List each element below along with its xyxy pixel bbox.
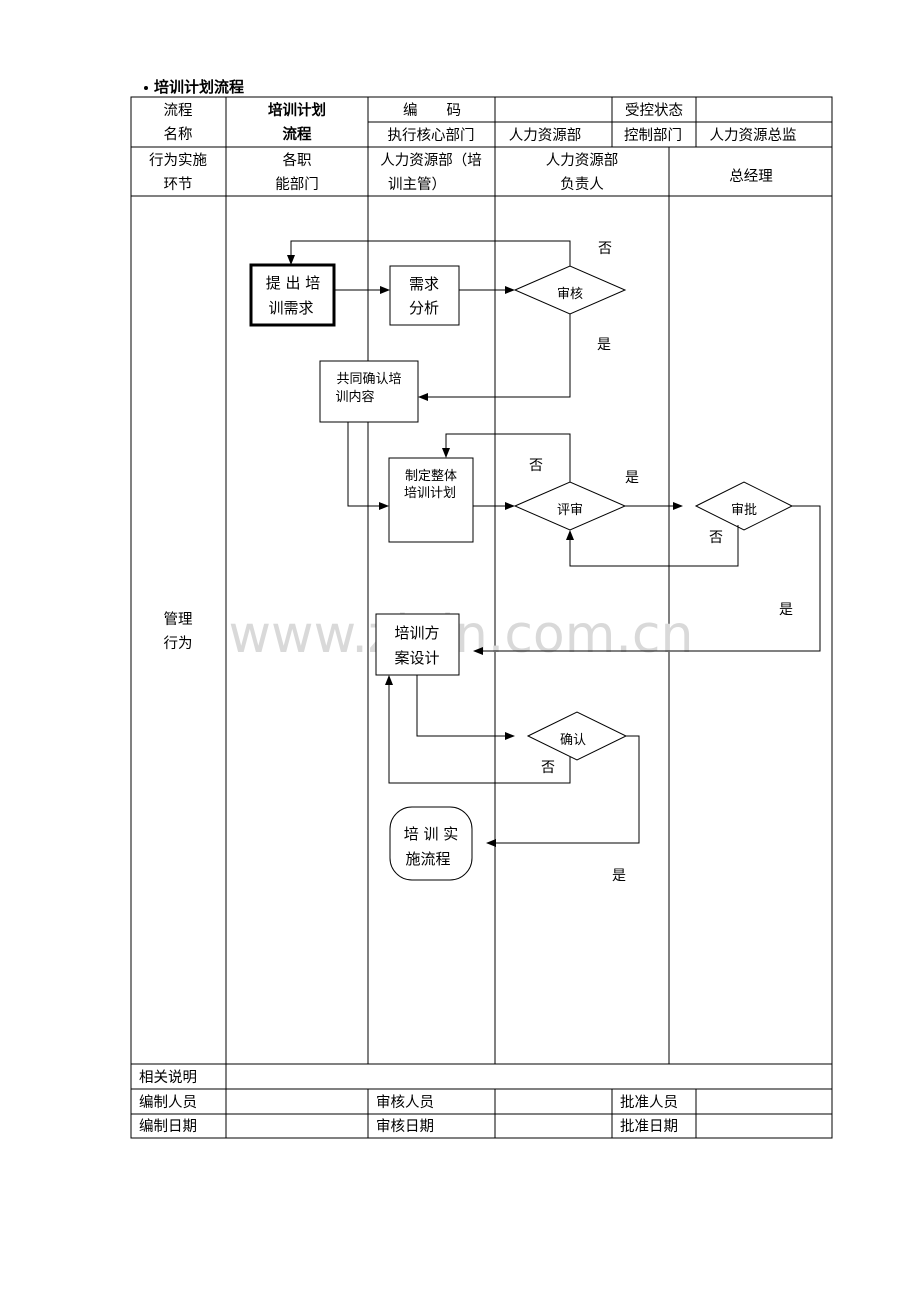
related-label: 相关说明 bbox=[139, 1069, 197, 1086]
footer-cells: 相关说明 编制人员 审核人员 批准人员 编制日期 审核日期 批准日期 bbox=[139, 1069, 678, 1135]
node-propose-needs-label-2: 训需求 bbox=[268, 299, 313, 317]
node-needs-analysis-label-2: 分析 bbox=[409, 299, 439, 317]
mgmt-label-2: 行为 bbox=[164, 635, 193, 652]
node-propose-needs bbox=[249, 263, 336, 327]
branch-labels: 否 是 否 是 否 是 否 是 bbox=[529, 241, 793, 884]
control-status-label: 受控状态 bbox=[625, 102, 683, 119]
node-program-design-label: 培训方 bbox=[394, 624, 439, 642]
review-date-label: 审核日期 bbox=[376, 1118, 434, 1135]
node-program-design bbox=[375, 613, 460, 676]
arrow-review-no bbox=[287, 240, 571, 266]
node-propose-needs-label: 提 出 培 bbox=[266, 274, 321, 292]
heading-text: 培训计划流程 bbox=[154, 78, 245, 96]
node-overall-plan-label-2: 培训计划 bbox=[404, 485, 456, 501]
editor-label: 编制人员 bbox=[139, 1094, 197, 1111]
edit-date-label: 编制日期 bbox=[139, 1118, 197, 1135]
arrow-approve-no bbox=[566, 525, 739, 567]
flow-shapes bbox=[249, 263, 794, 881]
node-needs-analysis bbox=[389, 265, 460, 326]
arrow-confirm-no bbox=[385, 675, 571, 784]
label-no: 否 bbox=[709, 530, 723, 546]
flow-name-label: 流程 bbox=[164, 102, 193, 119]
control-dept-label: 控制部门 bbox=[624, 127, 682, 144]
label-yes: 是 bbox=[612, 868, 626, 884]
lane-general-manager: 总经理 bbox=[729, 168, 773, 185]
lane-hr-training-2: 训主管） bbox=[388, 176, 446, 193]
node-confirm-content-label-2: 训内容 bbox=[335, 389, 374, 405]
watermark: www.zixin.com.cn bbox=[229, 605, 694, 665]
flow-name-label-2: 名称 bbox=[164, 126, 193, 143]
node-needs-analysis-label: 需求 bbox=[409, 275, 439, 293]
node-overall-plan-label: 制定整体 bbox=[405, 469, 457, 484]
table-grid bbox=[130, 96, 833, 1139]
decision-review bbox=[513, 265, 627, 315]
flow-name-value: 培训计划 bbox=[268, 101, 326, 119]
lane-hr-training: 人力资源部（培 bbox=[380, 152, 482, 169]
arrow-content-to-plan bbox=[347, 422, 389, 510]
arrow-confirm-yes bbox=[486, 735, 640, 847]
terminal-implementation bbox=[389, 806, 473, 881]
label-yes: 是 bbox=[625, 470, 639, 486]
lane-functional-depts: 各职 bbox=[283, 152, 312, 169]
node-overall-plan bbox=[388, 457, 474, 543]
exec-dept-value: 人力资源部 bbox=[509, 127, 582, 144]
approve-date-label: 批准日期 bbox=[620, 1118, 678, 1135]
label-yes: 是 bbox=[779, 602, 793, 618]
label-yes: 是 bbox=[597, 337, 611, 353]
node-confirm-content-label: 共同确认培 bbox=[336, 371, 401, 387]
decision-approve-label: 审批 bbox=[731, 503, 757, 518]
decision-evaluate-label: 评审 bbox=[557, 503, 583, 518]
page-heading: 培训计划流程 bbox=[144, 76, 244, 97]
lane-headers: 行为实施 环节 各职 能部门 人力资源部（培 训主管） 人力资源部 负责人 总经… bbox=[149, 152, 773, 652]
flow-labels: 提 出 培 训需求 需求 分析 审核 共同确认培 训内容 制定整体 培训计划 评… bbox=[266, 274, 757, 868]
exec-dept-label: 执行核心部门 bbox=[388, 127, 475, 144]
arrow-evaluate-no bbox=[442, 433, 571, 482]
label-no: 否 bbox=[598, 241, 612, 257]
node-program-design-label-2: 案设计 bbox=[394, 649, 439, 667]
lane-hr-head-2: 负责人 bbox=[560, 176, 604, 193]
flow-connectors bbox=[287, 240, 821, 847]
header-cells: 流程 名称 培训计划 流程 编 码 受控状态 执行核心部门 人力资源部 控制部门… bbox=[164, 101, 797, 144]
reviewer-label: 审核人员 bbox=[376, 1094, 434, 1111]
arrow-approve-yes bbox=[473, 505, 821, 655]
control-dept-value: 人力资源总监 bbox=[710, 127, 797, 144]
decision-confirm-label: 确认 bbox=[560, 733, 586, 748]
flow-name-value-2: 流程 bbox=[283, 125, 312, 143]
approver-label: 批准人员 bbox=[620, 1094, 678, 1111]
node-confirm-content bbox=[319, 360, 419, 423]
lane-functional-depts-2: 能部门 bbox=[275, 176, 319, 193]
arrow-design-to-confirm bbox=[416, 675, 515, 740]
decision-review-label: 审核 bbox=[557, 287, 583, 302]
row-label-2: 环节 bbox=[164, 176, 193, 193]
terminal-implementation-label: 培 训 实 bbox=[404, 825, 459, 843]
terminal-implementation-label-2: 施流程 bbox=[405, 850, 450, 868]
mgmt-label: 管理 bbox=[164, 611, 193, 628]
arrow-review-yes bbox=[418, 314, 571, 401]
bullet-icon bbox=[144, 85, 148, 90]
lane-hr-head: 人力资源部 bbox=[546, 152, 619, 169]
row-label: 行为实施 bbox=[149, 152, 207, 169]
code-label: 编 码 bbox=[403, 102, 461, 119]
label-no: 否 bbox=[541, 760, 555, 776]
label-no: 否 bbox=[529, 458, 543, 474]
